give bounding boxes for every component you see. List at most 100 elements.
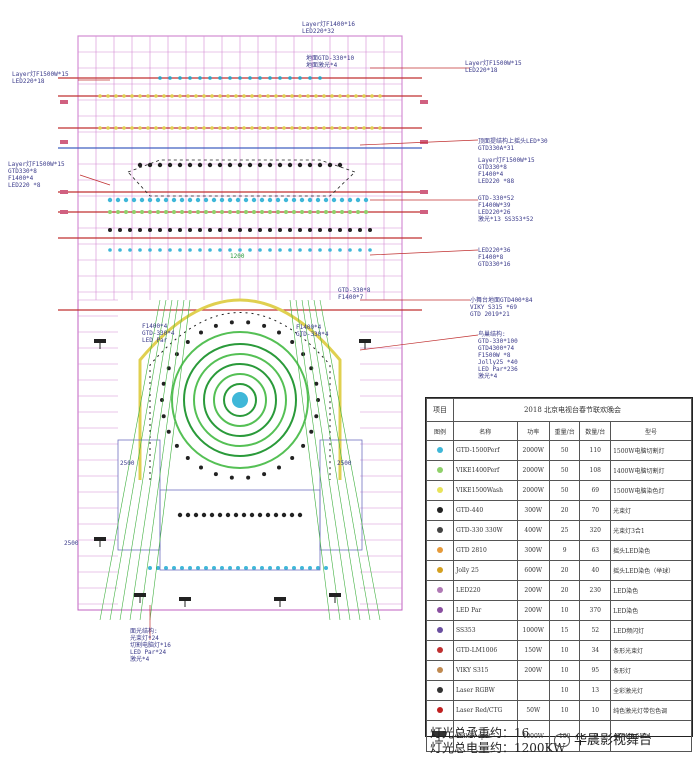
legend-col-header: 型号 [610,421,692,441]
beam-line [289,299,331,621]
fixture-dot [212,210,216,214]
legend-power: 2000W [516,480,550,501]
legend-name: LED Par [453,600,518,621]
callout-line: 激光*4 [130,656,150,663]
center-ring [223,383,257,417]
followspot-fixture [179,597,191,601]
fixture-dot [291,197,297,203]
callout-line: LED Par*236 [478,366,518,373]
legend-model: LED染色 [610,580,692,601]
legend-col-header: 重量/台 [548,421,581,441]
fixture-dot [268,228,272,232]
fixture-dot [108,248,112,252]
fixture-dot [282,94,286,98]
callout-line: Layer灯F1500W*15 [12,71,69,78]
legend-swatch [426,580,454,601]
fixture-dot [248,76,252,80]
fixture-dot [258,76,262,80]
callout-line: GTD-330*100 [478,338,518,345]
fixture-dot [208,228,212,232]
fixture-dot [276,566,280,570]
followspot-fixture [329,593,341,597]
fixture-dot [318,228,322,232]
fixture-dot [227,162,233,168]
legend-swatch [426,460,454,481]
beam-line [129,299,179,621]
fixture-dot [358,248,362,252]
legend-weight: 50 [548,480,581,501]
callout-leader [369,249,479,256]
callout-top-center: Layer灯F1400*16 LED220*32 [302,21,355,35]
fixture-dot [368,248,372,252]
followspot-fixture [359,339,371,343]
watermark: 华晨影视舞台 [554,729,652,748]
totals-block: 灯光总承重约：16 灯光总电量约：1200KW [430,726,565,756]
fixture-dot [278,248,282,252]
bird-nest-arch-inner [149,312,331,480]
fixture-dot [194,94,198,98]
fixture-dot [226,94,230,98]
legend-power: 400W [516,520,550,541]
ring-fixture-dot [314,414,319,419]
fixture-dot [339,197,345,203]
fixture-dot [307,197,313,203]
fixture-dot [235,197,241,203]
fixture-dot [248,228,252,232]
side-fixture [420,190,428,194]
fixture-dot [138,94,142,98]
fixture-dot [292,566,296,570]
fixture-dot [124,210,128,214]
legend-weight: 25 [548,520,581,541]
fixture-dot [114,94,118,98]
fixture-dot [123,197,129,203]
fixture-dot [225,512,231,518]
ring-fixture-dot [262,472,267,477]
fixture-dot [186,94,190,98]
callout-line: LED220*18 [465,67,498,74]
callout-line: F1400*8 [478,254,504,261]
legend-model: 条形灯 [610,660,692,681]
legend-weight: 20 [548,500,581,521]
fixture-dot [157,162,163,168]
fixture-dot [278,228,282,232]
fixture-dot [267,162,273,168]
legend-qty: 10 [579,700,612,721]
fixture-dot [328,228,332,232]
fixture-swatch-icon [437,586,443,593]
fixture-dot [332,210,336,214]
legend-weight: 10 [548,660,581,681]
legend-power: 1000W [516,620,550,641]
fixture-dot [148,228,152,232]
callout-mid-right-c: LED220*36 F1400*8 GTD330*16 [478,247,511,268]
fixture-dot [170,126,174,130]
fixture-dot [306,94,310,98]
total-weight-line: 灯光总承重约：16 [430,726,565,741]
fixture-dot [243,197,249,203]
legend-name: GTD 2810 [453,540,518,561]
ring-fixture-dot [161,414,166,419]
fixture-dot [154,126,158,130]
legend-qty: 110 [579,440,612,461]
fixture-dot [249,512,255,518]
fixture-dot [247,162,253,168]
fixture-dot [316,210,320,214]
legend-weight: 10 [548,600,581,621]
fixture-dot [273,512,279,518]
legend-title: 2018 北京电视台春节联欢晚会 [453,398,692,422]
fixture-dot [338,228,342,232]
fixture-dot [258,94,262,98]
legend-swatch [426,700,454,721]
side-fixture [420,100,428,104]
fixture-dot [188,566,192,570]
fixture-dot [266,94,270,98]
fixture-dot [155,197,161,203]
fixture-dot [265,512,271,518]
fixture-dot [248,248,252,252]
fixture-dot [258,248,262,252]
fixture-dot [227,197,233,203]
total-weight-label: 灯光总承重约： [430,726,515,740]
fixture-dot [178,228,182,232]
legend-weight: 50 [548,460,581,481]
